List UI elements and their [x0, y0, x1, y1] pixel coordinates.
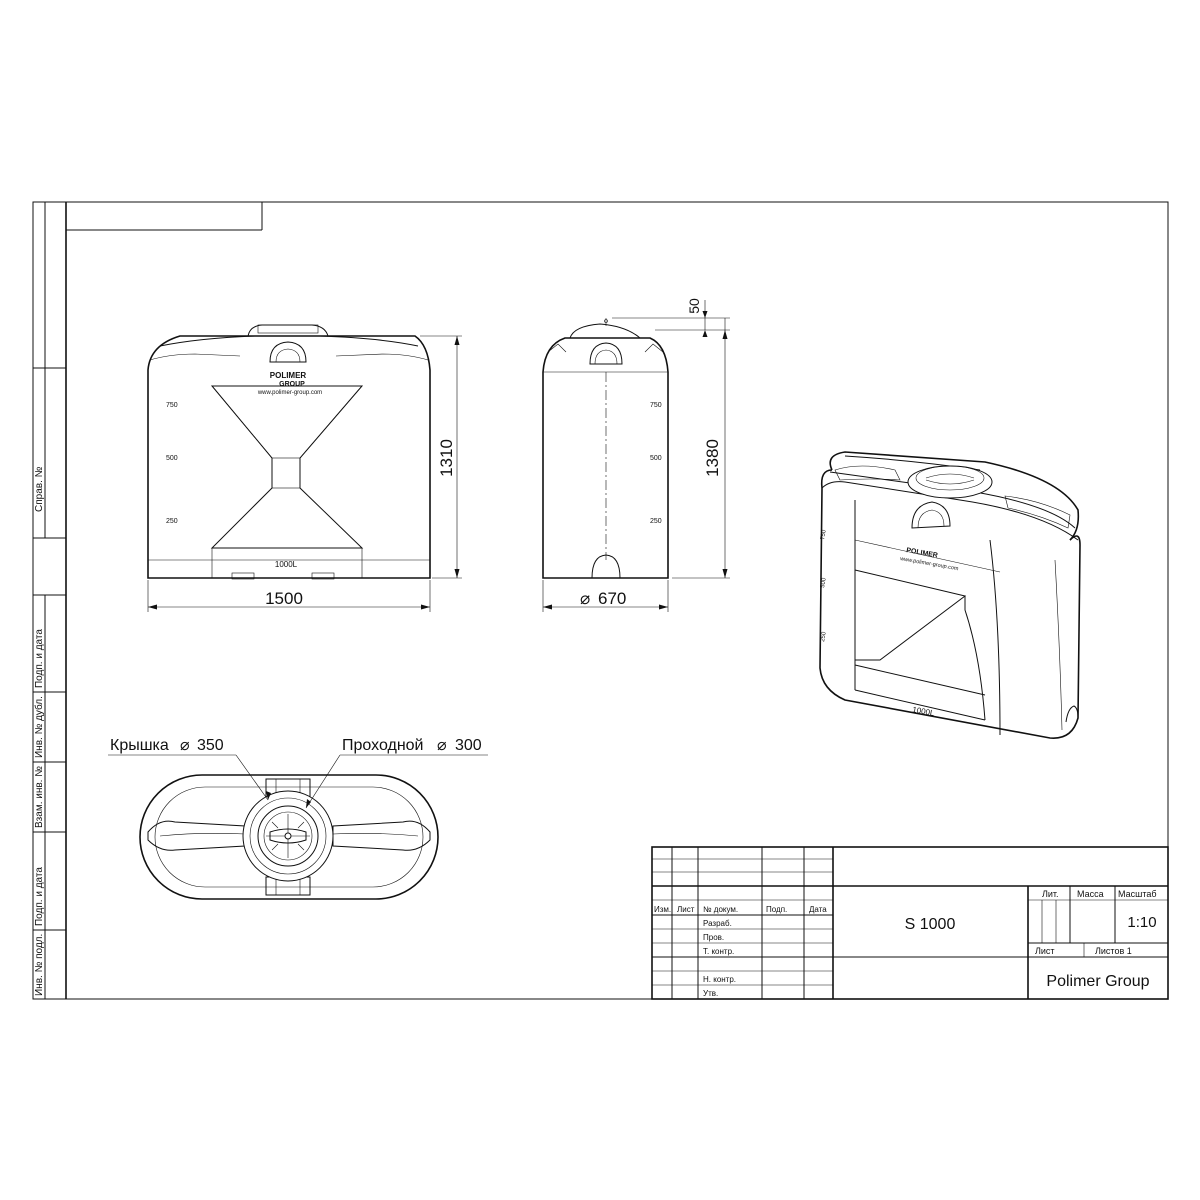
dim-diameter-side: 670 [598, 589, 626, 608]
tb-razrab: Разраб. [703, 919, 732, 928]
callout-lid-diam-symbol: ⌀ [180, 737, 190, 754]
front-view: 750 500 250 POLIMER GROUP www.polimer-gr… [147, 324, 431, 580]
side-level-250: 250 [650, 518, 662, 525]
side-dimensions: ⌀ 670 50 1380 [542, 298, 730, 612]
callout-manhole-diam-symbol: ⌀ [437, 737, 447, 754]
callout-manhole-label: Проходной [342, 737, 424, 754]
front-dimensions: 1500 1310 [147, 335, 462, 612]
top-view [139, 774, 439, 900]
tb-date: Дата [809, 905, 827, 914]
stamp-inv-podl: Инв. № подл. [34, 934, 45, 996]
side-level-750: 750 [650, 402, 662, 409]
drawing-name: S 1000 [905, 916, 956, 933]
iso-level-500: 500 [820, 577, 828, 589]
tb-lit-label: Лит. [1042, 889, 1059, 899]
stamp-inv-dubl: Инв. № дубл. [33, 696, 45, 758]
drawing-scale: 1:10 [1127, 914, 1156, 931]
callout-lid-diam: 350 [197, 737, 224, 754]
front-level-750: 750 [166, 402, 178, 409]
dim-width: 1500 [265, 589, 303, 608]
stamp-sprav-no: Справ. № [34, 466, 45, 512]
tb-sheet-label: Лист [1035, 946, 1055, 956]
iso-website: www.polimer-group.com [899, 556, 960, 572]
tb-mass-label: Масса [1077, 889, 1104, 899]
front-logo-bottom: GROUP [279, 381, 305, 388]
tb-n-kontr: Н. контр. [703, 975, 736, 984]
tb-scale-label: Масштаб [1118, 889, 1157, 899]
dim-height-front: 1310 [437, 439, 456, 477]
callout-manhole-diam: 300 [455, 737, 482, 754]
stamp-podp-data-2: Подп. и дата [34, 867, 45, 926]
outer-border [32, 201, 1169, 1000]
tb-list: Лист [677, 905, 695, 914]
title-block: Изм. Лист № докум. Подп. Дата Разраб. Пр… [651, 846, 1169, 1000]
tb-sign: Подп. [766, 905, 787, 914]
sheet-frame [32, 201, 1169, 1000]
top-view-callouts: Крышка ⌀ 350 Проходной ⌀ 300 [108, 737, 488, 809]
side-stamp-column: Справ. № Подп. и дата Инв. № дубл. Взам.… [33, 202, 66, 999]
front-website: www.polimer-group.com [257, 390, 322, 396]
top-view-outline [139, 774, 439, 900]
iso-level-750: 750 [820, 529, 828, 541]
tb-utv: Утв. [703, 989, 718, 998]
callout-lid-label: Крышка [110, 737, 169, 754]
iso-capacity-label: 1000L [912, 705, 936, 718]
tb-prov: Пров. [703, 933, 724, 942]
dim-height-side: 1380 [703, 439, 722, 477]
tb-doc-no: № докум. [703, 905, 738, 914]
side-level-500: 500 [650, 455, 662, 462]
front-level-500: 500 [166, 455, 178, 462]
isometric-view: 750 500 250 POLIMER www.polimer-group.co… [819, 451, 1081, 739]
dim-top-offset: 50 [686, 298, 702, 314]
side-view: 750 500 250 [542, 318, 669, 579]
stamp-podp-data-1: Подп. и дата [34, 629, 45, 688]
front-capacity-label: 1000L [275, 560, 298, 569]
front-logo-top: POLIMER [270, 371, 307, 380]
front-level-250: 250 [166, 518, 178, 525]
tb-t-kontr: Т. контр. [703, 947, 734, 956]
company-name: Polimer Group [1046, 973, 1149, 990]
iso-level-250: 250 [820, 631, 828, 643]
stamp-vzam-inv: Взам. инв. № [34, 766, 45, 828]
tb-sheets-total: Листов 1 [1095, 946, 1132, 956]
dim-diameter-symbol: ⌀ [580, 589, 590, 608]
tb-izm: Изм. [654, 905, 671, 914]
